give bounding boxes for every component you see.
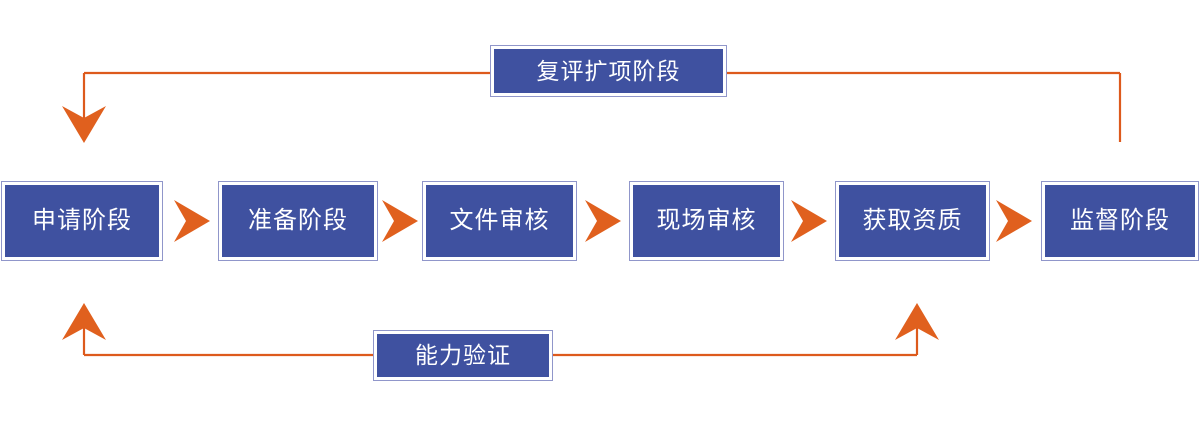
node-site-audit[interactable]: 现场审核 <box>629 181 784 261</box>
node-reassess-inner: 复评扩项阶段 <box>494 49 723 93</box>
node-reassess[interactable]: 复评扩项阶段 <box>490 45 727 97</box>
node-site-audit-label: 现场审核 <box>656 207 757 234</box>
node-prepare-label: 准备阶段 <box>248 207 348 234</box>
arrowhead-down-into-apply <box>62 106 106 143</box>
node-proficiency-label: 能力验证 <box>415 342 511 368</box>
node-qualify-inner: 获取资质 <box>839 185 986 257</box>
node-proficiency-inner: 能力验证 <box>377 334 549 377</box>
chevron-right-icon <box>585 200 621 242</box>
node-prepare-inner: 准备阶段 <box>222 185 374 257</box>
node-reassess-label: 复评扩项阶段 <box>536 57 681 84</box>
chevron-right-icon <box>791 200 827 242</box>
node-site-audit-inner: 现场审核 <box>633 185 780 257</box>
node-qualify-label: 获取资质 <box>862 207 963 234</box>
node-proficiency[interactable]: 能力验证 <box>373 330 553 381</box>
arrowhead-up-into-apply <box>62 303 106 340</box>
node-prepare[interactable]: 准备阶段 <box>218 181 378 261</box>
node-qualify[interactable]: 获取资质 <box>835 181 990 261</box>
node-supervise-label: 监督阶段 <box>1070 207 1170 234</box>
node-doc-review-inner: 文件审核 <box>426 185 573 257</box>
node-apply-label: 申请阶段 <box>32 207 132 234</box>
node-supervise-inner: 监督阶段 <box>1045 185 1195 257</box>
node-apply-inner: 申请阶段 <box>5 185 159 257</box>
node-apply[interactable]: 申请阶段 <box>1 181 163 261</box>
chevron-right-icon <box>174 200 210 242</box>
connector-reassess-return <box>62 71 1122 143</box>
node-doc-review-label: 文件审核 <box>449 207 550 234</box>
arrowhead-up-into-qualify <box>895 303 939 340</box>
node-doc-review[interactable]: 文件审核 <box>422 181 577 261</box>
chevron-right-icon <box>382 200 418 242</box>
connector-proficiency-return <box>62 303 939 357</box>
node-supervise[interactable]: 监督阶段 <box>1041 181 1199 261</box>
chevron-right-icon <box>996 200 1032 242</box>
